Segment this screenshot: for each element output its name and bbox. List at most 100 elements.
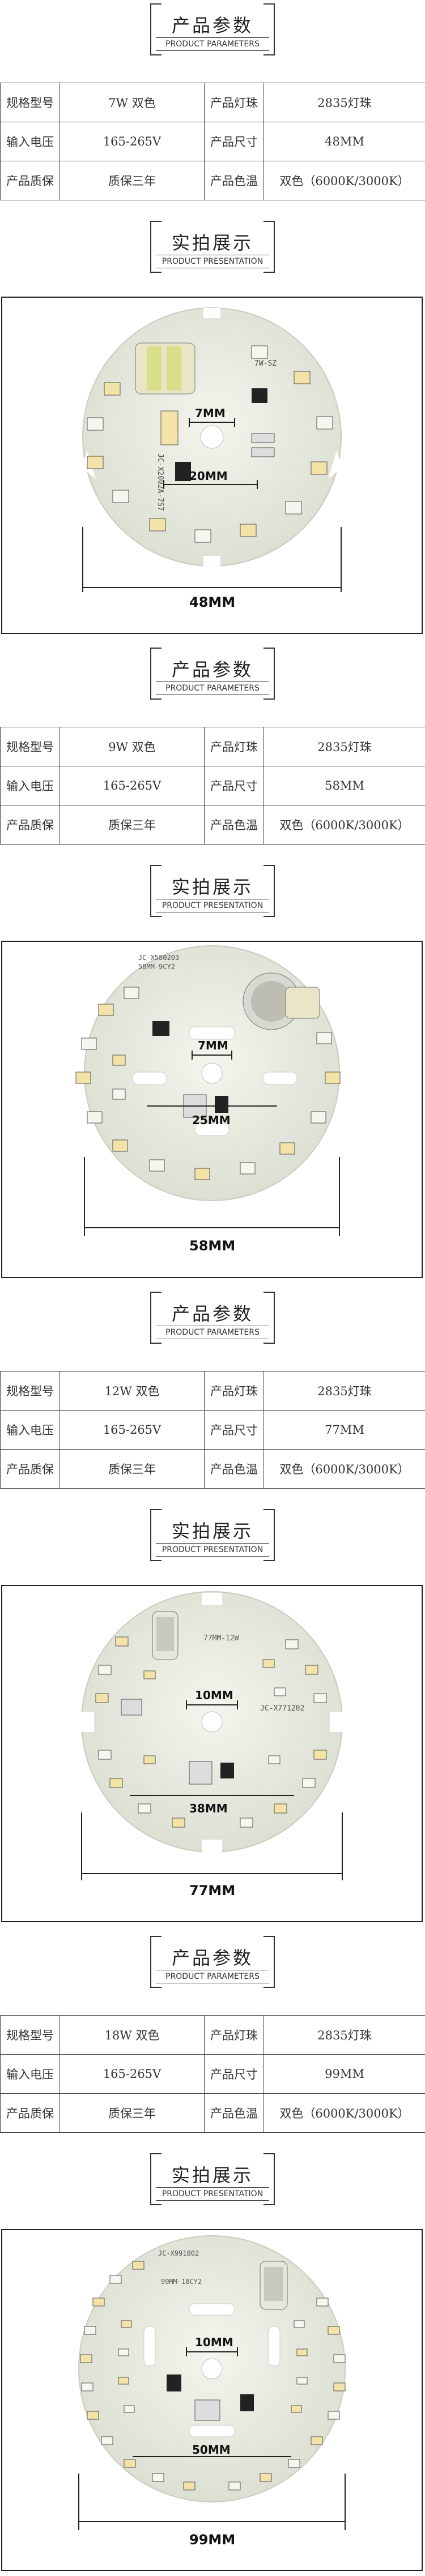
- dim-inner: 10MM: [195, 2335, 233, 2349]
- params-title-zh: 产品参数: [171, 1303, 253, 1325]
- table-cell: 产品色温: [204, 161, 264, 200]
- table-cell: 产品灯珠: [204, 83, 264, 122]
- table-cell: 产品质保: [0, 161, 60, 200]
- params-title-3: 产品参数 PRODUCT PARAMETERS: [0, 1288, 425, 1345]
- table-cell: 产品灯珠: [204, 2015, 264, 2055]
- product-photo-3: 77MM-12W JC-X771202 10MM 38MM 77MM: [1, 1585, 423, 1922]
- table-cell: 9W 双色: [60, 727, 205, 766]
- params-title-2: 产品参数 PRODUCT PARAMETERS: [0, 644, 425, 701]
- params-title-4: 产品参数 PRODUCT PARAMETERS: [0, 1932, 425, 1989]
- table-cell: 77MM: [264, 1410, 425, 1450]
- dim-middle: 50MM: [192, 2443, 231, 2457]
- ic-chips: [121, 1699, 234, 1785]
- table-cell: 2835灯珠: [264, 1371, 425, 1411]
- table-cell: 质保三年: [60, 2093, 205, 2133]
- table-cell: 产品尺寸: [204, 122, 264, 161]
- params-title-zh: 产品参数: [171, 1947, 253, 1969]
- table-cell: 12W 双色: [60, 1371, 205, 1411]
- table-cell: 产品色温: [204, 2093, 264, 2133]
- photo-title-zh: 实拍展示: [171, 2164, 253, 2186]
- table-cell: 质保三年: [60, 805, 205, 845]
- params-table-4: 规格型号 18W 双色 产品灯珠 2835灯珠 输入电压 165-265V 产品…: [0, 2015, 425, 2133]
- dimension-lines: [84, 1051, 340, 1236]
- table-cell: 输入电压: [0, 766, 60, 805]
- table-cell: 质保三年: [60, 1449, 205, 1489]
- table-cell: 输入电压: [0, 2054, 60, 2094]
- dim-middle: 38MM: [189, 1802, 228, 1815]
- dimension-lines: [81, 1700, 343, 1880]
- product-photo-4: JC-X991802 99MM-18CY2 10MM 50MM 99MM: [1, 2229, 423, 2571]
- params-title-en: PRODUCT PARAMETERS: [156, 1970, 269, 1983]
- product-photo-1: 7W-SZ JC-X2002A-7S7 7MM 20MM 48MM: [1, 297, 423, 634]
- photo-title-en: PRODUCT PRESENTATION: [156, 255, 269, 268]
- table-cell: 165-265V: [60, 1410, 205, 1450]
- table-cell: 双色（6000K/3000K）: [264, 805, 425, 845]
- table-row: 产品质保 质保三年 产品色温 双色（6000K/3000K）: [0, 1449, 425, 1489]
- photo-title-3: 实拍展示 PRODUCT PRESENTATION: [0, 1506, 425, 1562]
- photo-title-en: PRODUCT PRESENTATION: [156, 2187, 269, 2201]
- table-cell: 产品尺寸: [204, 766, 264, 805]
- table-cell: 165-265V: [60, 2054, 205, 2094]
- table-cell: 规格型号: [0, 2015, 60, 2055]
- pcb-board: [80, 1591, 343, 1854]
- capacitor: [135, 342, 196, 395]
- photo-title-en: PRODUCT PRESENTATION: [156, 899, 269, 912]
- table-row: 输入电压 165-265V 产品尺寸 99MM: [0, 2054, 425, 2094]
- photo-title-zh: 实拍展示: [171, 1520, 253, 1542]
- table-cell: 58MM: [264, 766, 425, 805]
- board-model: JC-X580203: [138, 954, 179, 962]
- photo-title-1: 实拍展示 PRODUCT PRESENTATION: [0, 217, 425, 274]
- table-row: 输入电压 165-265V 产品尺寸 48MM: [0, 122, 425, 161]
- dim-inner: 7MM: [195, 406, 226, 420]
- dim-inner: 7MM: [198, 1039, 228, 1052]
- photo-title-zh: 实拍展示: [171, 232, 253, 254]
- params-title-1: 产品参数 PRODUCT PARAMETERS: [0, 0, 425, 57]
- capacitor: [260, 2261, 288, 2310]
- dim-inner: 10MM: [195, 1688, 233, 1702]
- table-cell: 规格型号: [0, 83, 60, 122]
- table-cell: 18W 双色: [60, 2015, 205, 2055]
- params-table-3: 规格型号 12W 双色 产品灯珠 2835灯珠 输入电压 165-265V 产品…: [0, 1371, 425, 1489]
- table-cell: 99MM: [264, 2054, 425, 2094]
- dim-outer: 99MM: [189, 2532, 235, 2548]
- params-title-en: PRODUCT PARAMETERS: [156, 681, 269, 695]
- photo-title-zh: 实拍展示: [171, 876, 253, 898]
- table-cell: 48MM: [264, 122, 425, 161]
- board-model: JC-X991802: [158, 2249, 199, 2257]
- board-label: 77MM-12W: [203, 1634, 239, 1643]
- params-title-zh: 产品参数: [171, 659, 253, 680]
- dim-outer: 48MM: [189, 594, 235, 610]
- board-label: 7W-SZ: [254, 359, 277, 368]
- table-cell: 规格型号: [0, 1371, 60, 1411]
- led-chips: [95, 1636, 327, 1828]
- dimension-lines: [82, 418, 342, 592]
- pcb-board: [82, 307, 342, 568]
- board-model: JC-X771202: [260, 1704, 304, 1713]
- board-label: 58MM-9CY2: [138, 963, 175, 971]
- table-row: 产品质保 质保三年 产品色温 双色（6000K/3000K）: [0, 805, 425, 845]
- pcb-board: [84, 945, 340, 1201]
- params-title-en: PRODUCT PARAMETERS: [156, 37, 269, 51]
- table-cell: 产品质保: [0, 2093, 60, 2133]
- led-chips: [80, 2261, 346, 2491]
- table-cell: 质保三年: [60, 161, 205, 200]
- table-cell: 产品灯珠: [204, 1371, 264, 1411]
- table-cell: 输入电压: [0, 1410, 60, 1450]
- board-label: 99MM-18CY2: [161, 2278, 202, 2286]
- table-cell: 165-265V: [60, 122, 205, 161]
- params-title-zh: 产品参数: [171, 15, 253, 36]
- table-cell: 输入电压: [0, 122, 60, 161]
- table-row: 规格型号 18W 双色 产品灯珠 2835灯珠: [0, 2015, 425, 2055]
- table-cell: 165-265V: [60, 766, 205, 805]
- params-table-1: 规格型号 7W 双色 产品灯珠 2835灯珠 输入电压 165-265V 产品尺…: [0, 83, 425, 200]
- table-cell: 产品质保: [0, 1449, 60, 1489]
- dim-outer: 77MM: [189, 1883, 235, 1898]
- ic-chips: [175, 388, 275, 481]
- table-row: 规格型号 9W 双色 产品灯珠 2835灯珠: [0, 727, 425, 766]
- table-row: 产品质保 质保三年 产品色温 双色（6000K/3000K）: [0, 161, 425, 200]
- led-chips: [75, 987, 341, 1180]
- table-cell: 双色（6000K/3000K）: [264, 1449, 425, 1489]
- table-cell: 7W 双色: [60, 83, 205, 122]
- photo-title-2: 实拍展示 PRODUCT PRESENTATION: [0, 861, 425, 918]
- params-title-en: PRODUCT PARAMETERS: [156, 1326, 269, 1339]
